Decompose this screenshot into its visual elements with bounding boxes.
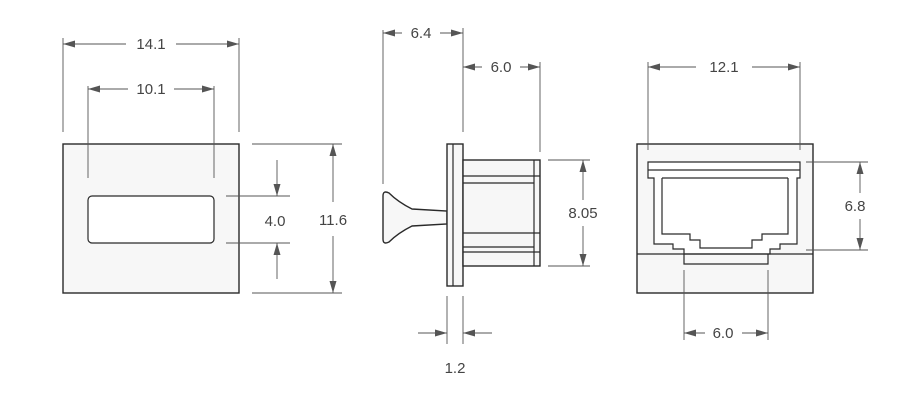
dim-label-side-body-depth: 6.0	[491, 59, 512, 76]
rear-cavity-inner	[661, 178, 789, 249]
dim-label-front-window-height: 4.0	[265, 213, 286, 230]
dim-label-rear-cavity-height: 6.8	[845, 198, 866, 215]
front-window	[87, 195, 215, 244]
dim-side-overall-depth: 6.4	[383, 25, 463, 42]
dim-front-window-height: 4.0	[265, 160, 286, 279]
dim-label-rear-width: 12.1	[709, 59, 738, 76]
dim-label-rear-slot-width: 6.0	[713, 325, 734, 342]
front-view: 14.1 10.1 4.0 11.6	[62, 36, 347, 294]
dim-rear-width: 12.1	[648, 59, 800, 76]
dim-label-side-flange-thickness: 1.2	[445, 360, 466, 377]
dim-label-front-width: 14.1	[136, 36, 165, 53]
dim-label-side-body-height: 8.05	[568, 205, 597, 222]
rear-view: 12.1 6.8 6.0	[636, 59, 868, 342]
dim-label-front-window-width: 10.1	[136, 81, 165, 98]
dim-label-side-overall-depth: 6.4	[411, 25, 432, 42]
dim-side-flange-thickness: 1.2	[418, 329, 492, 377]
rear-slot	[683, 254, 769, 265]
dim-side-body-depth: 6.0	[463, 59, 540, 76]
side-view: 6.4 6.0 8.05 1.2	[382, 25, 598, 377]
side-body	[462, 159, 541, 267]
dim-rear-slot-width: 6.0	[684, 325, 768, 342]
side-knob	[382, 191, 448, 244]
dim-front-width: 14.1	[63, 36, 239, 53]
dim-label-front-height: 11.6	[319, 212, 347, 229]
dim-front-window-width: 10.1	[88, 81, 214, 98]
rear-cavity	[647, 161, 801, 255]
dim-side-body-height: 8.05	[568, 160, 598, 266]
dim-front-height: 11.6	[319, 144, 347, 293]
side-flange	[446, 143, 464, 287]
dim-rear-cavity-height: 6.8	[845, 162, 866, 250]
